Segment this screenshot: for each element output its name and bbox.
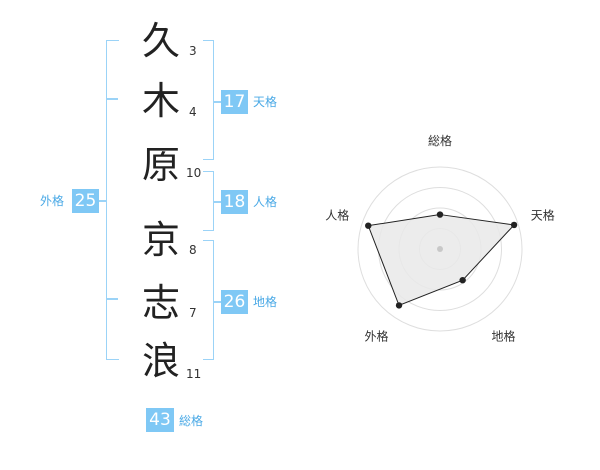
radar-center xyxy=(437,246,443,252)
soukaku-label: 総格 xyxy=(179,414,204,428)
stroke-count-2: 4 xyxy=(189,105,197,119)
chikaku-label: 地格 xyxy=(253,295,278,309)
radar-axis-label: 人格 xyxy=(325,208,349,223)
stroke-count-6: 11 xyxy=(186,367,202,381)
tenkaku-value: 17 xyxy=(221,90,248,114)
outer-bracket-tick xyxy=(106,298,118,300)
tenkaku-bracket xyxy=(203,40,214,160)
tenkaku-bracket-connector xyxy=(213,101,221,103)
chikaku-bracket xyxy=(203,240,214,360)
chikaku-bracket-connector xyxy=(213,301,221,303)
name-char-5: 志 xyxy=(141,281,180,325)
radar-axis-label: 天格 xyxy=(531,208,555,223)
name-char-4: 京 xyxy=(141,218,180,262)
tenkaku-label: 天格 xyxy=(253,95,278,109)
name-char-1: 久 xyxy=(141,19,180,63)
gaikaku-label: 外格 xyxy=(40,194,65,208)
name-char-3: 原 xyxy=(141,143,180,187)
jinkaku-bracket-connector xyxy=(213,201,221,203)
radar-area xyxy=(367,214,516,307)
stroke-count-3: 10 xyxy=(186,166,202,180)
radar-point xyxy=(510,221,518,229)
outer-bracket-connector xyxy=(99,200,107,202)
radar-point xyxy=(395,302,403,309)
jinkaku-value: 18 xyxy=(221,190,248,214)
radar-point xyxy=(365,222,372,229)
stroke-count-1: 3 xyxy=(189,44,197,58)
radar-point xyxy=(436,211,444,218)
jinkaku-label: 人格 xyxy=(253,195,278,209)
soukaku-value: 43 xyxy=(146,408,174,432)
name-char-6: 浪 xyxy=(141,339,180,383)
radar-ring xyxy=(357,166,523,332)
gaikaku-value: 25 xyxy=(72,189,99,213)
radar-axis-label: 総格 xyxy=(428,133,452,148)
stroke-count-4: 8 xyxy=(189,243,197,257)
radar-axis-label: 外格 xyxy=(365,328,389,343)
radar-axis-label: 地格 xyxy=(491,328,515,343)
stroke-count-5: 7 xyxy=(189,306,197,320)
radar-point xyxy=(459,276,466,284)
outer-bracket-tick xyxy=(106,98,118,100)
chikaku-value: 26 xyxy=(221,290,248,314)
name-char-2: 木 xyxy=(141,79,180,123)
